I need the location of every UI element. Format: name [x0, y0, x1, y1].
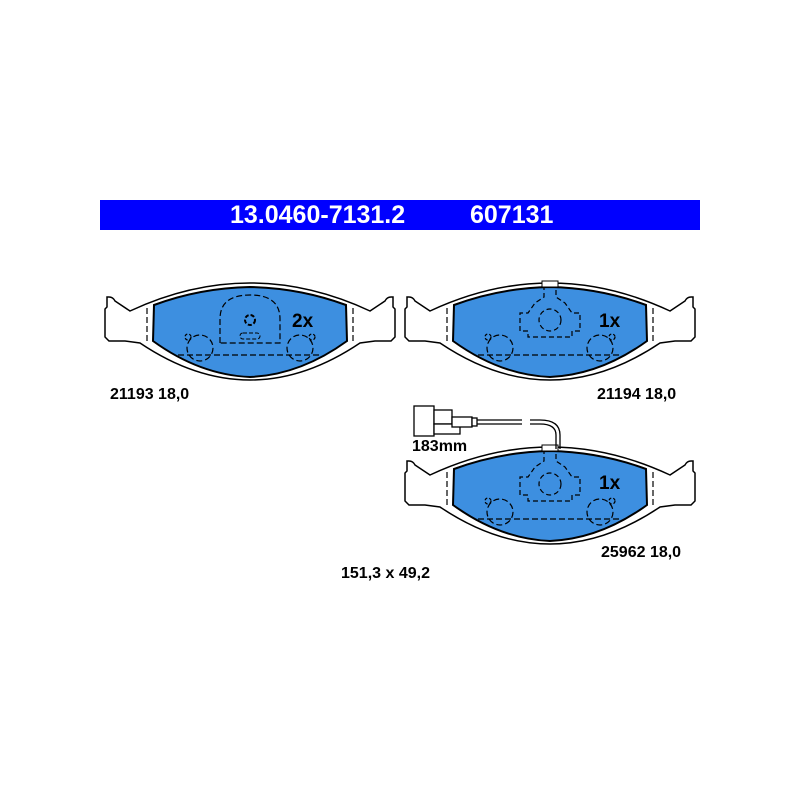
- quantity-pad-2: 1x: [599, 311, 621, 332]
- wear-sensor-wire: [413, 405, 561, 449]
- brake-pad-2: [404, 280, 696, 381]
- title-banner: 13.0460-7131.2 607131: [100, 200, 700, 230]
- quantity-pad-3: 1x: [599, 473, 621, 494]
- part-number: 13.0460-7131.2: [230, 201, 406, 229]
- pad-dimensions: 151,3 x 49,2: [341, 565, 430, 582]
- pad-1-code: 21193 18,0: [110, 386, 190, 403]
- pad-3-code: 25962 18,0: [601, 544, 682, 561]
- reference-number: 607131: [470, 201, 554, 229]
- pad-2-code: 21194 18,0: [597, 386, 677, 403]
- brake-pad-1: [104, 282, 396, 381]
- sensor-wire-length: 183mm: [412, 438, 468, 455]
- quantity-pad-1: 2x: [292, 311, 314, 332]
- brake-pad-3: [404, 444, 696, 545]
